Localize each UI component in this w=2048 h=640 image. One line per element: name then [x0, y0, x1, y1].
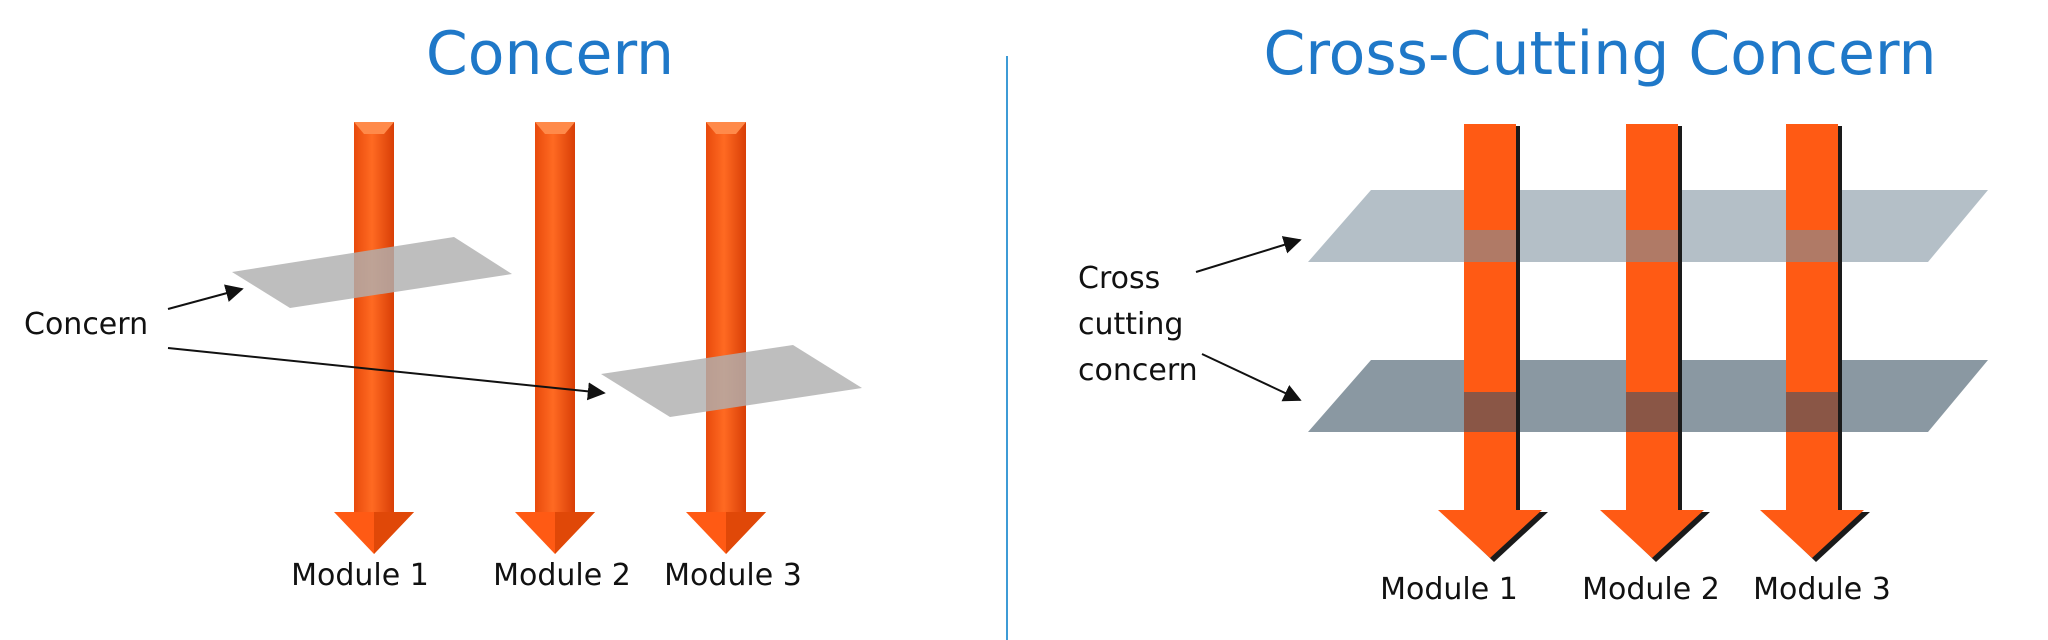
right-cross-pointer-top: [1195, 236, 1302, 273]
panel-divider: [1006, 56, 1008, 640]
right-module-label-1: Module 1: [1380, 572, 1518, 607]
left-panel-title: Concern: [425, 19, 675, 89]
left-concern-plane-1: [232, 237, 512, 308]
right-cross-pointer-bottom: [1201, 353, 1302, 402]
right-module-arrow-2: [1600, 124, 1710, 562]
left-concern-pointer-2: [167, 347, 606, 401]
right-module-arrow-3: [1760, 124, 1870, 562]
left-module-label-3: Module 3: [664, 558, 802, 593]
right-module-label-3: Module 3: [1753, 572, 1891, 607]
left-concern-plane-2: [601, 345, 862, 417]
right-cross-label-line-2: cutting: [1078, 307, 1184, 342]
right-module-arrow-1: [1438, 124, 1548, 562]
left-module-arrow-3: [686, 122, 766, 554]
left-concern-pointer-1: [167, 284, 244, 310]
left-module-label-1: Module 1: [291, 558, 429, 593]
left-module-arrow-2: [515, 122, 595, 554]
left-module-label-2: Module 2: [493, 558, 631, 593]
right-cross-label-line-1: Cross: [1078, 261, 1161, 296]
left-concern-label: Concern: [24, 307, 149, 342]
left-module-arrow-1: [334, 122, 414, 554]
right-cross-label-line-3: concern: [1078, 353, 1198, 388]
right-panel-title: Cross-Cutting Concern: [1263, 19, 1937, 89]
right-module-label-2: Module 2: [1582, 572, 1720, 607]
